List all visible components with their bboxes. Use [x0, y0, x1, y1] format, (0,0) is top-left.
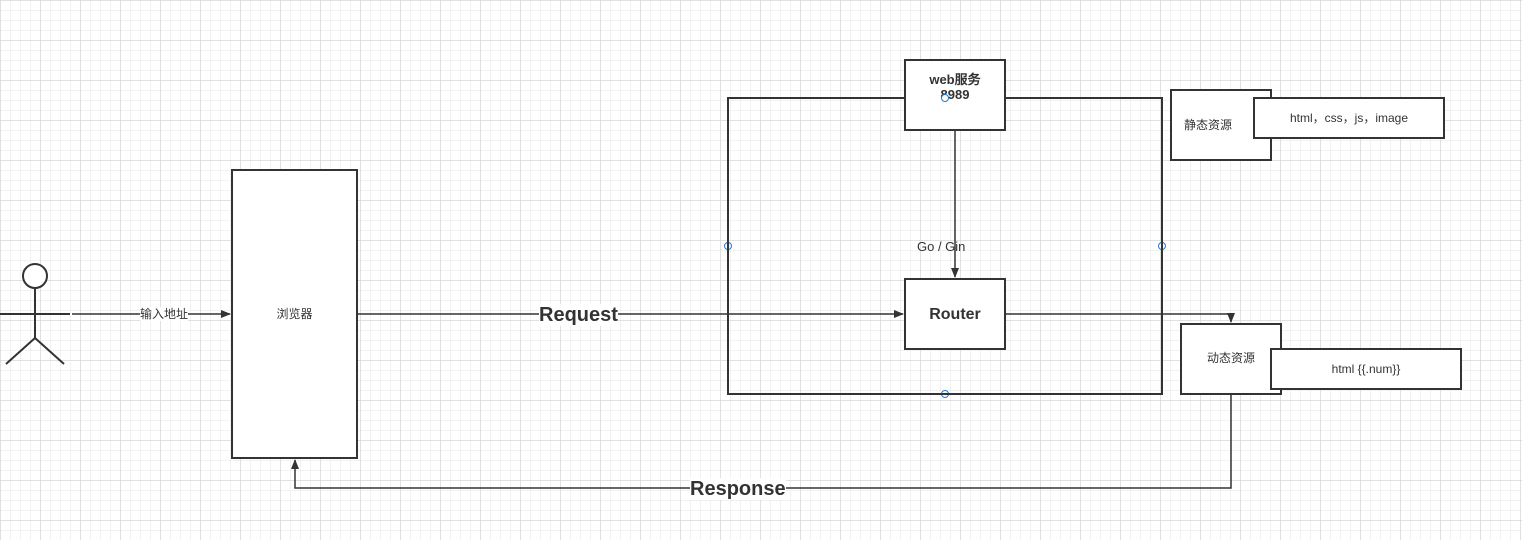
router-box[interactable]: Router — [904, 278, 1006, 350]
dynamic-resource-label: 动态资源 — [1206, 350, 1255, 365]
dynamic-resource-detail: html {{.num}} — [1331, 361, 1401, 376]
actor-figure[interactable] — [0, 263, 70, 365]
browser-label: 浏览器 — [276, 306, 313, 321]
response-label: Response — [690, 478, 786, 500]
dynamic-resource-detail-box[interactable]: html {{.num}} — [1270, 348, 1462, 390]
dynamic-resource-box[interactable]: 动态资源 — [1180, 323, 1282, 395]
router-label: Router — [929, 305, 981, 323]
web-service-label: web服务 8989 — [929, 72, 981, 102]
request-label: Request — [539, 304, 618, 326]
response-arrow[interactable] — [291, 394, 1232, 489]
static-resource-detail: html，css，js，image — [1289, 110, 1409, 125]
web-service-handle[interactable] — [939, 92, 951, 104]
browser-box[interactable]: 浏览器 — [231, 169, 358, 459]
server-container-label: Go / Gin — [917, 239, 966, 254]
static-resource-detail-box[interactable]: html，css，js，image — [1253, 97, 1445, 139]
input-address-label: 输入地址 — [140, 307, 189, 321]
web-service-box[interactable]: web服务 8989 — [904, 59, 1006, 131]
router-to-dynamic-arrow[interactable] — [1006, 313, 1235, 323]
static-resource-label: 静态资源 — [1183, 117, 1232, 132]
